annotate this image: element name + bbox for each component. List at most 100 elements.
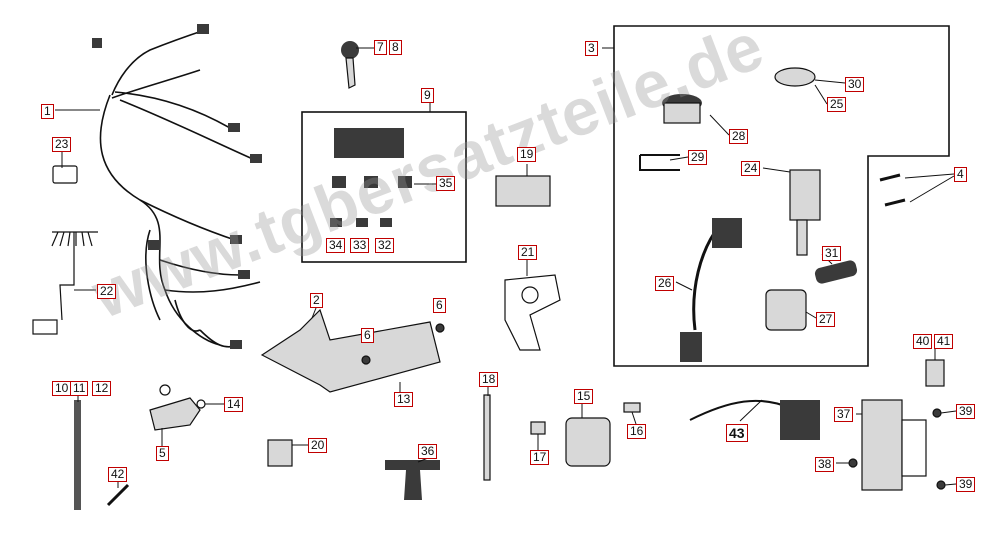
callout-c30: 30 (845, 77, 865, 92)
callout-c14: 14 (224, 397, 244, 412)
connector (92, 38, 102, 48)
connector (148, 240, 160, 250)
callout-c24: 24 (741, 161, 761, 176)
screw-part (879, 173, 906, 207)
callout-c27: 27 (816, 312, 836, 327)
lock-part (765, 289, 807, 331)
callout-c28: 28 (729, 129, 749, 144)
screw-part (196, 399, 206, 409)
callout-c7: 7 (374, 40, 387, 55)
callout-c13: 13 (394, 392, 414, 407)
connector (250, 154, 262, 163)
spring-part (814, 260, 858, 284)
wiring-harness (99, 29, 261, 348)
clip-part (106, 483, 130, 507)
callout-c2: 2 (310, 293, 323, 308)
connector-part (780, 400, 820, 440)
key-part (341, 41, 359, 59)
callout-c39a: 39 (956, 404, 976, 419)
callout-c6a: 6 (361, 328, 374, 343)
callout-c38: 38 (815, 457, 835, 472)
callout-c4: 4 (954, 167, 967, 182)
fuse-part (380, 218, 392, 227)
callout-c32: 32 (375, 238, 395, 253)
connector-part (680, 332, 702, 362)
relay-part (364, 176, 378, 188)
connector (238, 270, 250, 279)
connector (197, 24, 209, 34)
callout-c36: 36 (418, 444, 438, 459)
key-blade (345, 57, 356, 89)
callout-c15: 15 (574, 389, 594, 404)
connector (228, 123, 240, 132)
switch-part (565, 417, 611, 467)
callout-c29: 29 (688, 150, 708, 165)
bracket-hole (521, 286, 539, 304)
callout-c41: 41 (934, 334, 954, 349)
connector (230, 235, 242, 244)
callout-c39b: 39 (956, 477, 976, 492)
ignition-part (789, 169, 821, 221)
callout-c26: 26 (655, 276, 675, 291)
callout-c21: 21 (518, 245, 538, 260)
strap-part (483, 394, 491, 481)
screw-part (932, 408, 942, 418)
relay-part (332, 176, 346, 188)
callout-c8: 8 (389, 40, 402, 55)
callout-c10: 10 (52, 381, 72, 396)
connector (230, 340, 242, 349)
cap-part (774, 67, 816, 87)
callout-c18: 18 (479, 372, 499, 387)
holder-part (861, 399, 903, 491)
callout-c17: 17 (530, 450, 550, 465)
callout-c35: 35 (436, 176, 456, 191)
callout-c19: 19 (517, 147, 537, 162)
wire-part (689, 399, 791, 421)
fuse-part (356, 218, 368, 227)
callout-c31: 31 (822, 246, 842, 261)
callout-c1: 1 (41, 104, 54, 119)
relay-part (398, 176, 412, 188)
callout-c25: 25 (827, 97, 847, 112)
callout-c9: 9 (421, 88, 434, 103)
kit-box-9 (301, 111, 467, 263)
callout-c11: 11 (70, 381, 89, 396)
callout-c22: 22 (97, 284, 117, 299)
callout-c6b: 6 (433, 298, 446, 313)
kit-box-3 (613, 25, 950, 367)
rubber-part (385, 460, 440, 500)
lock-part (663, 102, 701, 124)
leader-lines (55, 47, 957, 488)
ignition-shaft (796, 219, 808, 256)
callout-c5: 5 (156, 446, 169, 461)
callout-c16: 16 (627, 424, 647, 439)
callout-c12: 12 (92, 381, 112, 396)
nut-part (361, 355, 371, 365)
bolt-part (623, 402, 641, 413)
module-part (334, 128, 404, 158)
callout-c37: 37 (834, 407, 854, 422)
callout-c34: 34 (326, 238, 346, 253)
bracket-part (260, 308, 441, 393)
connector-part (267, 439, 293, 467)
cable-tie (74, 400, 81, 510)
callout-c43: 43 (726, 424, 748, 442)
wire-part (51, 231, 98, 321)
bracket-part (504, 274, 561, 351)
fuse-part (925, 359, 945, 387)
callout-c33: 33 (350, 238, 370, 253)
connector-part (712, 218, 742, 248)
clip-part (639, 154, 680, 171)
screw-part (159, 384, 171, 396)
callout-c23: 23 (52, 137, 72, 152)
screw-part (936, 480, 946, 490)
fuse-part (330, 218, 342, 227)
grommet-part (530, 421, 546, 435)
nut-part (435, 323, 445, 333)
holder-part (901, 419, 927, 477)
nut-part (848, 458, 858, 468)
bracket-part (149, 397, 201, 431)
plug-part (32, 319, 58, 335)
